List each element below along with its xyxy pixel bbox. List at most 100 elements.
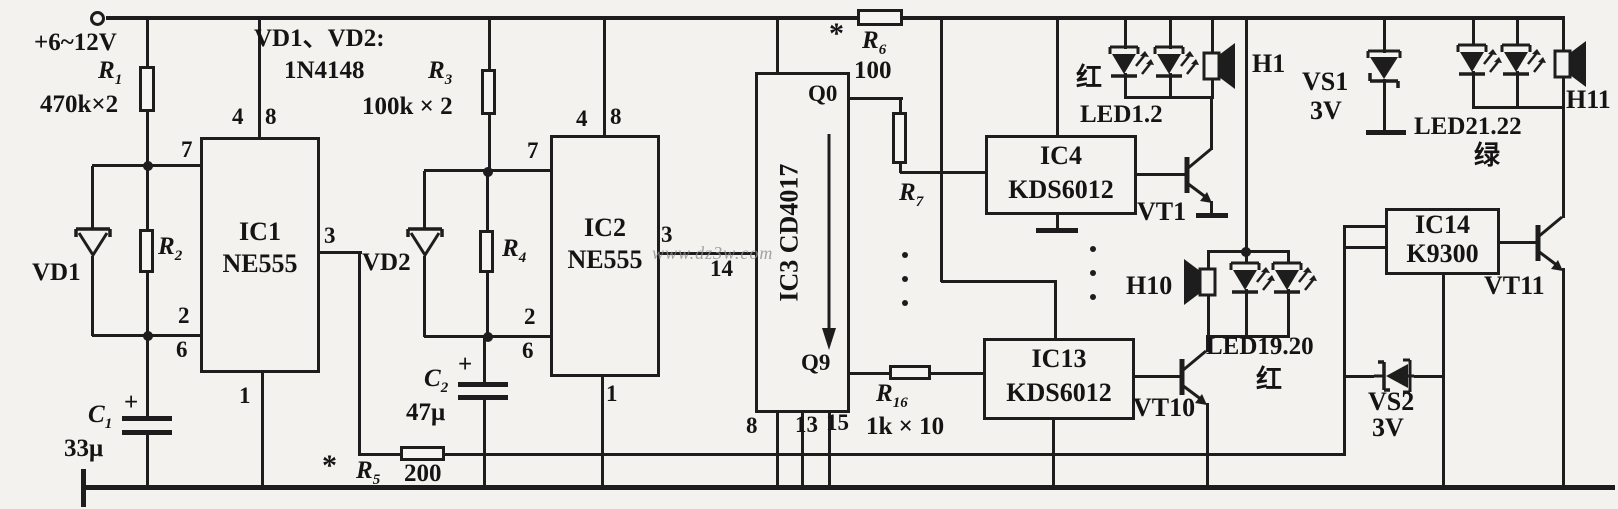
wire bbox=[1206, 335, 1209, 352]
capacitor-c1-plate bbox=[122, 416, 172, 421]
ic2-pin4: 4 bbox=[576, 106, 588, 131]
diode-vd2-icon bbox=[406, 227, 444, 258]
r1-label: R1 bbox=[98, 57, 123, 88]
r6-star: * bbox=[829, 17, 844, 50]
ic4-ground-bar bbox=[1036, 228, 1078, 233]
wire bbox=[1207, 335, 1290, 338]
h11-label: H11 bbox=[1566, 85, 1611, 114]
wire bbox=[358, 251, 361, 455]
wire bbox=[1210, 201, 1213, 214]
speaker-h1-icon bbox=[1202, 43, 1235, 89]
vs1-value: 3V bbox=[1310, 96, 1342, 125]
ic4-name: IC4 bbox=[1040, 141, 1082, 170]
wire bbox=[601, 377, 604, 488]
wire bbox=[1472, 106, 1564, 109]
wire bbox=[899, 163, 902, 173]
ellipsis-dot bbox=[902, 276, 908, 282]
r6-value: 100 bbox=[854, 57, 892, 84]
transistor-vt11-icon bbox=[1535, 215, 1563, 271]
wire bbox=[1169, 20, 1172, 49]
wire bbox=[1210, 97, 1213, 150]
wire bbox=[903, 16, 1565, 20]
c2-polarity: + bbox=[458, 351, 473, 378]
ic1-pin3: 3 bbox=[324, 223, 336, 248]
wire bbox=[423, 171, 426, 228]
ellipsis-dot bbox=[902, 252, 908, 258]
wire bbox=[1472, 71, 1475, 108]
ic14-name: IC14 bbox=[1415, 210, 1470, 239]
wire bbox=[1383, 20, 1386, 53]
ic4-box bbox=[985, 135, 1137, 215]
led2122-color: 绿 bbox=[1474, 141, 1501, 170]
wire bbox=[146, 166, 149, 230]
r16-label: R16 bbox=[876, 380, 908, 411]
junction-dot bbox=[483, 332, 493, 342]
wire bbox=[488, 114, 491, 171]
h10-label: H10 bbox=[1126, 271, 1173, 300]
resistor-r7 bbox=[892, 112, 907, 164]
ic2-name: IC2 bbox=[584, 213, 626, 242]
wire bbox=[488, 20, 491, 72]
wire bbox=[258, 20, 261, 137]
r4-label: R4 bbox=[502, 235, 527, 266]
r5-value: 200 bbox=[404, 460, 442, 487]
r6-label: R6 bbox=[862, 27, 887, 58]
wire bbox=[1137, 173, 1187, 176]
wire bbox=[1207, 296, 1210, 337]
wire bbox=[423, 256, 426, 337]
ic13-name: IC13 bbox=[1031, 344, 1087, 373]
led-icon bbox=[1456, 43, 1502, 76]
wire bbox=[1124, 73, 1127, 99]
wire bbox=[1169, 73, 1172, 99]
led-icon bbox=[1108, 45, 1154, 78]
ic3-q9: Q9 bbox=[801, 350, 831, 375]
wire bbox=[1345, 225, 1387, 228]
wire bbox=[941, 280, 1057, 283]
r2-label: R2 bbox=[158, 233, 183, 264]
wire bbox=[1056, 20, 1059, 135]
c1-value: 33μ bbox=[64, 435, 104, 462]
ic3-pin13: 13 bbox=[795, 412, 818, 437]
wire bbox=[85, 485, 1615, 490]
r3-value: 100k × 2 bbox=[362, 93, 453, 120]
zener-vs1-icon bbox=[1366, 49, 1402, 88]
wire bbox=[850, 97, 903, 100]
wire bbox=[660, 252, 757, 255]
wire bbox=[1516, 20, 1519, 45]
ellipsis-dot bbox=[1090, 246, 1096, 252]
watermark: www.dz3w.com bbox=[652, 243, 774, 263]
resistor-r2 bbox=[139, 229, 154, 273]
ic3-pin8: 8 bbox=[746, 413, 758, 438]
speaker-h11-icon bbox=[1553, 41, 1586, 87]
capacitor-c1-plate bbox=[122, 430, 172, 435]
ic2-pin7: 7 bbox=[527, 138, 539, 163]
ic14-part: K9300 bbox=[1406, 239, 1479, 268]
power-label: +6~12V bbox=[34, 29, 117, 56]
led1920-label: LED19.20 bbox=[1206, 333, 1314, 360]
ic2-pin3: 3 bbox=[661, 222, 673, 247]
wire bbox=[1056, 215, 1059, 230]
ic4-part: KDS6012 bbox=[1008, 175, 1114, 204]
led-icon bbox=[1271, 261, 1317, 294]
junction-dot bbox=[143, 161, 153, 171]
led1920-color: 红 bbox=[1256, 365, 1283, 394]
led12-color: 红 bbox=[1076, 63, 1103, 92]
led12-label: LED1.2 bbox=[1080, 101, 1163, 128]
ic14-box bbox=[1385, 208, 1500, 275]
wire bbox=[1500, 241, 1538, 244]
wire bbox=[1287, 289, 1290, 337]
wire bbox=[1562, 20, 1565, 50]
wire bbox=[1207, 252, 1210, 268]
resistor-r3 bbox=[481, 69, 496, 115]
transistor-vt1-icon bbox=[1184, 147, 1212, 203]
transistor-vt10-icon bbox=[1179, 349, 1207, 405]
ic1-pin7: 7 bbox=[181, 137, 193, 162]
led-icon bbox=[1500, 43, 1546, 76]
wire bbox=[801, 413, 804, 487]
resistor-r5 bbox=[400, 446, 445, 461]
vs1-stub-bar bbox=[1366, 130, 1406, 135]
wire bbox=[261, 373, 264, 487]
c1-polarity: + bbox=[124, 389, 139, 416]
ellipsis-dot bbox=[1090, 270, 1096, 276]
